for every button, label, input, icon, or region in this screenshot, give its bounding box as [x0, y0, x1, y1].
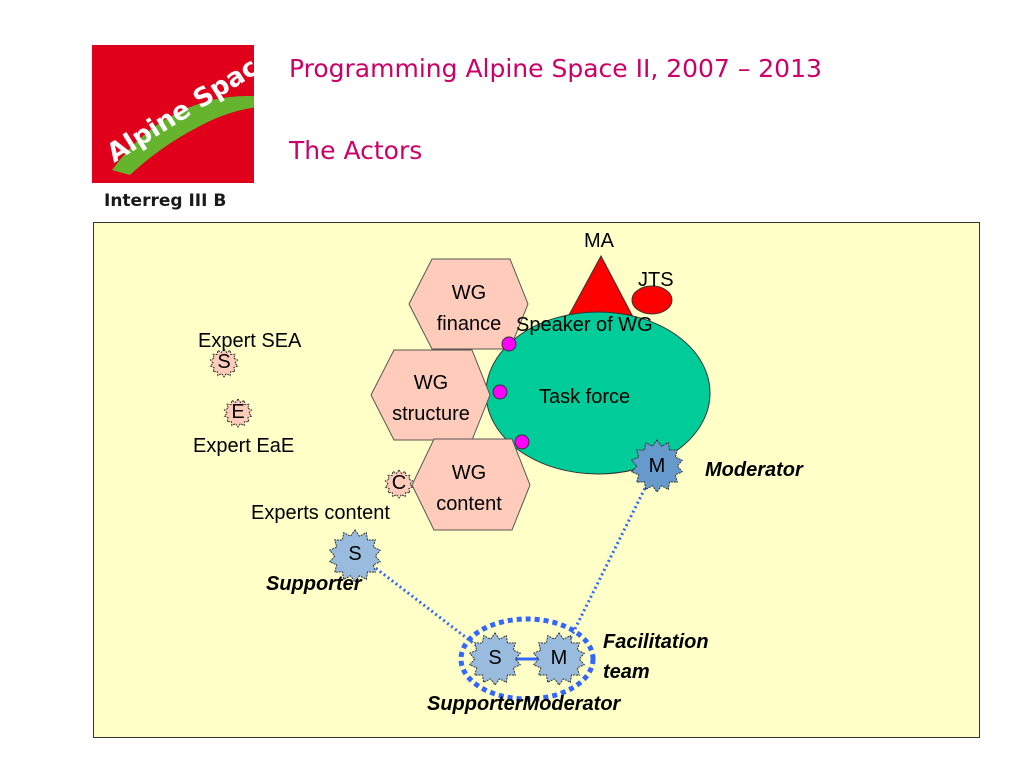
wg-structure-label: WG structure — [381, 368, 481, 430]
speaker-dot-content — [514, 434, 530, 450]
facilitation-team-ring — [458, 616, 596, 702]
speaker-dot-structure — [492, 384, 508, 400]
supporter-moderator-label: SupporterModerator — [427, 693, 621, 715]
alpine-space-logo: Alpine Space — [92, 43, 303, 183]
speaker-of-wg-label: Speaker of WG — [516, 314, 653, 336]
expert-sea-label: Expert SEA — [198, 330, 302, 352]
expert-eae-label: Expert EaE — [193, 435, 295, 457]
speaker-dot-finance — [501, 336, 517, 352]
supporter-star — [328, 529, 382, 583]
facilitation-team-line1: Facilitation — [603, 631, 709, 653]
wg-content-hexagon — [411, 438, 531, 531]
actors-diagram: MA JTS Speaker of WG Task force WG finan… — [93, 222, 980, 738]
ma-label: MA — [584, 230, 614, 252]
logo-caption: Interreg III B — [104, 191, 227, 211]
team-moderator-badge: M — [550, 647, 568, 669]
wg-finance-line1: WG — [451, 282, 487, 304]
page-subtitle: The Actors — [289, 136, 423, 165]
wg-content-line1: WG — [451, 462, 487, 484]
diagram-shapes — [209, 254, 711, 702]
experts-content-star — [384, 469, 414, 499]
team-supporter-star — [468, 632, 522, 686]
wg-finance-label: WG finance — [419, 278, 519, 340]
expert-eae-badge: E — [231, 401, 245, 423]
wg-content-label: WG content — [419, 458, 519, 520]
wg-structure-line2: structure — [392, 403, 470, 425]
moderator-connector — [558, 465, 658, 660]
jts-ellipse — [631, 285, 673, 315]
team-moderator-star — [532, 632, 586, 686]
facilitation-team-line2: team — [603, 661, 650, 683]
team-supporter-badge: S — [488, 647, 502, 669]
supporter-connector — [355, 551, 495, 661]
jts-label: JTS — [638, 269, 674, 291]
task-force-label: Task force — [539, 386, 631, 408]
wg-finance-line2: finance — [436, 313, 502, 335]
wg-structure-line1: WG — [413, 372, 449, 394]
supporter-label: Supporter — [266, 573, 362, 595]
page-title: Programming Alpine Space II, 2007 – 2013 — [289, 54, 822, 83]
wg-content-line2: content — [436, 493, 502, 515]
moderator-star — [630, 439, 684, 493]
moderator-badge: M — [648, 455, 666, 477]
expert-sea-badge: S — [217, 351, 231, 373]
expert-sea-star — [209, 348, 239, 378]
expert-eae-star — [223, 398, 253, 428]
experts-content-label: Experts content — [251, 502, 390, 524]
experts-content-badge: C — [391, 472, 407, 494]
supporter-badge: S — [348, 543, 362, 565]
facilitation-team-label: Facilitation team — [603, 627, 709, 687]
ma-triangle — [568, 254, 633, 316]
moderator-label: Moderator — [705, 459, 803, 481]
